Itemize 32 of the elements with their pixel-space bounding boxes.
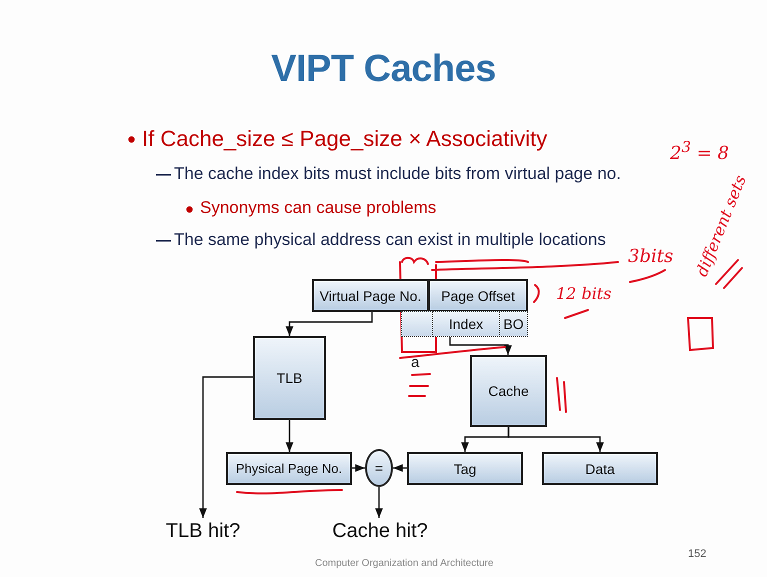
page-number: 152 xyxy=(688,548,706,560)
bullet-text: Synonyms can cause problems xyxy=(200,198,436,218)
address-subfield: BO xyxy=(499,311,528,337)
arrow xyxy=(352,464,365,472)
address-field: Virtual Page No. xyxy=(312,279,429,312)
comparator-circle: = xyxy=(365,449,393,487)
bullet-text: The cache index bits must include bits from virtual page no. xyxy=(174,164,621,184)
annotation-letter: a xyxy=(411,354,420,371)
cache-block: Cache xyxy=(470,355,547,427)
handwritten-note: 12 bits xyxy=(556,284,612,303)
tlb-block: TLB xyxy=(253,336,326,420)
arrow xyxy=(508,427,604,452)
arrow xyxy=(199,376,253,518)
slide-title: VIPT Caches xyxy=(270,48,497,91)
footer-text: Computer Organization and Architecture xyxy=(315,558,494,569)
bullet-text: If Cache_size ≤ Page_size × Associativity xyxy=(142,126,548,152)
output-label: TLB hit? xyxy=(160,518,246,544)
address-subfield xyxy=(401,311,433,337)
address-field: Page Offset xyxy=(428,279,528,312)
bullet-text: The same physical address can exist in multiple locations xyxy=(174,230,606,250)
arrow xyxy=(393,464,407,472)
arrow xyxy=(449,337,512,355)
output-label: Cache hit? xyxy=(330,518,430,544)
process-box: Tag xyxy=(407,452,523,485)
address-subfield: Index xyxy=(432,311,500,337)
process-box: Physical Page No. xyxy=(226,452,352,485)
process-box: Data xyxy=(542,452,658,485)
arrow xyxy=(375,487,383,518)
arrow xyxy=(286,312,373,336)
handwritten-note: 2$^{3}$ = 8 xyxy=(670,138,729,164)
arrow xyxy=(286,420,294,452)
handwritten-note: 3bits xyxy=(628,246,674,267)
